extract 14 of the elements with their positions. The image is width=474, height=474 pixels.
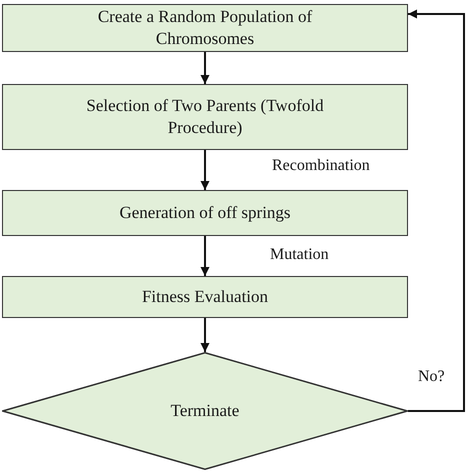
arrow: [200, 318, 210, 352]
process-label: Create a Random Population of Chromosomes: [96, 6, 314, 50]
decision-label: Terminate: [170, 400, 240, 422]
process-box: [2, 190, 408, 236]
process-box: [2, 276, 408, 318]
arrow: [200, 150, 210, 190]
arrow: [200, 52, 210, 84]
process-box: [2, 84, 408, 150]
arrow: [200, 236, 210, 276]
process-box: [2, 4, 408, 52]
process-label: Selection of Two Parents (Twofold Procedure): [85, 94, 325, 139]
arrow: [408, 10, 465, 412]
process-label: Generation of off springs: [119, 202, 291, 224]
process-label: Fitness Evaluation: [142, 286, 268, 308]
